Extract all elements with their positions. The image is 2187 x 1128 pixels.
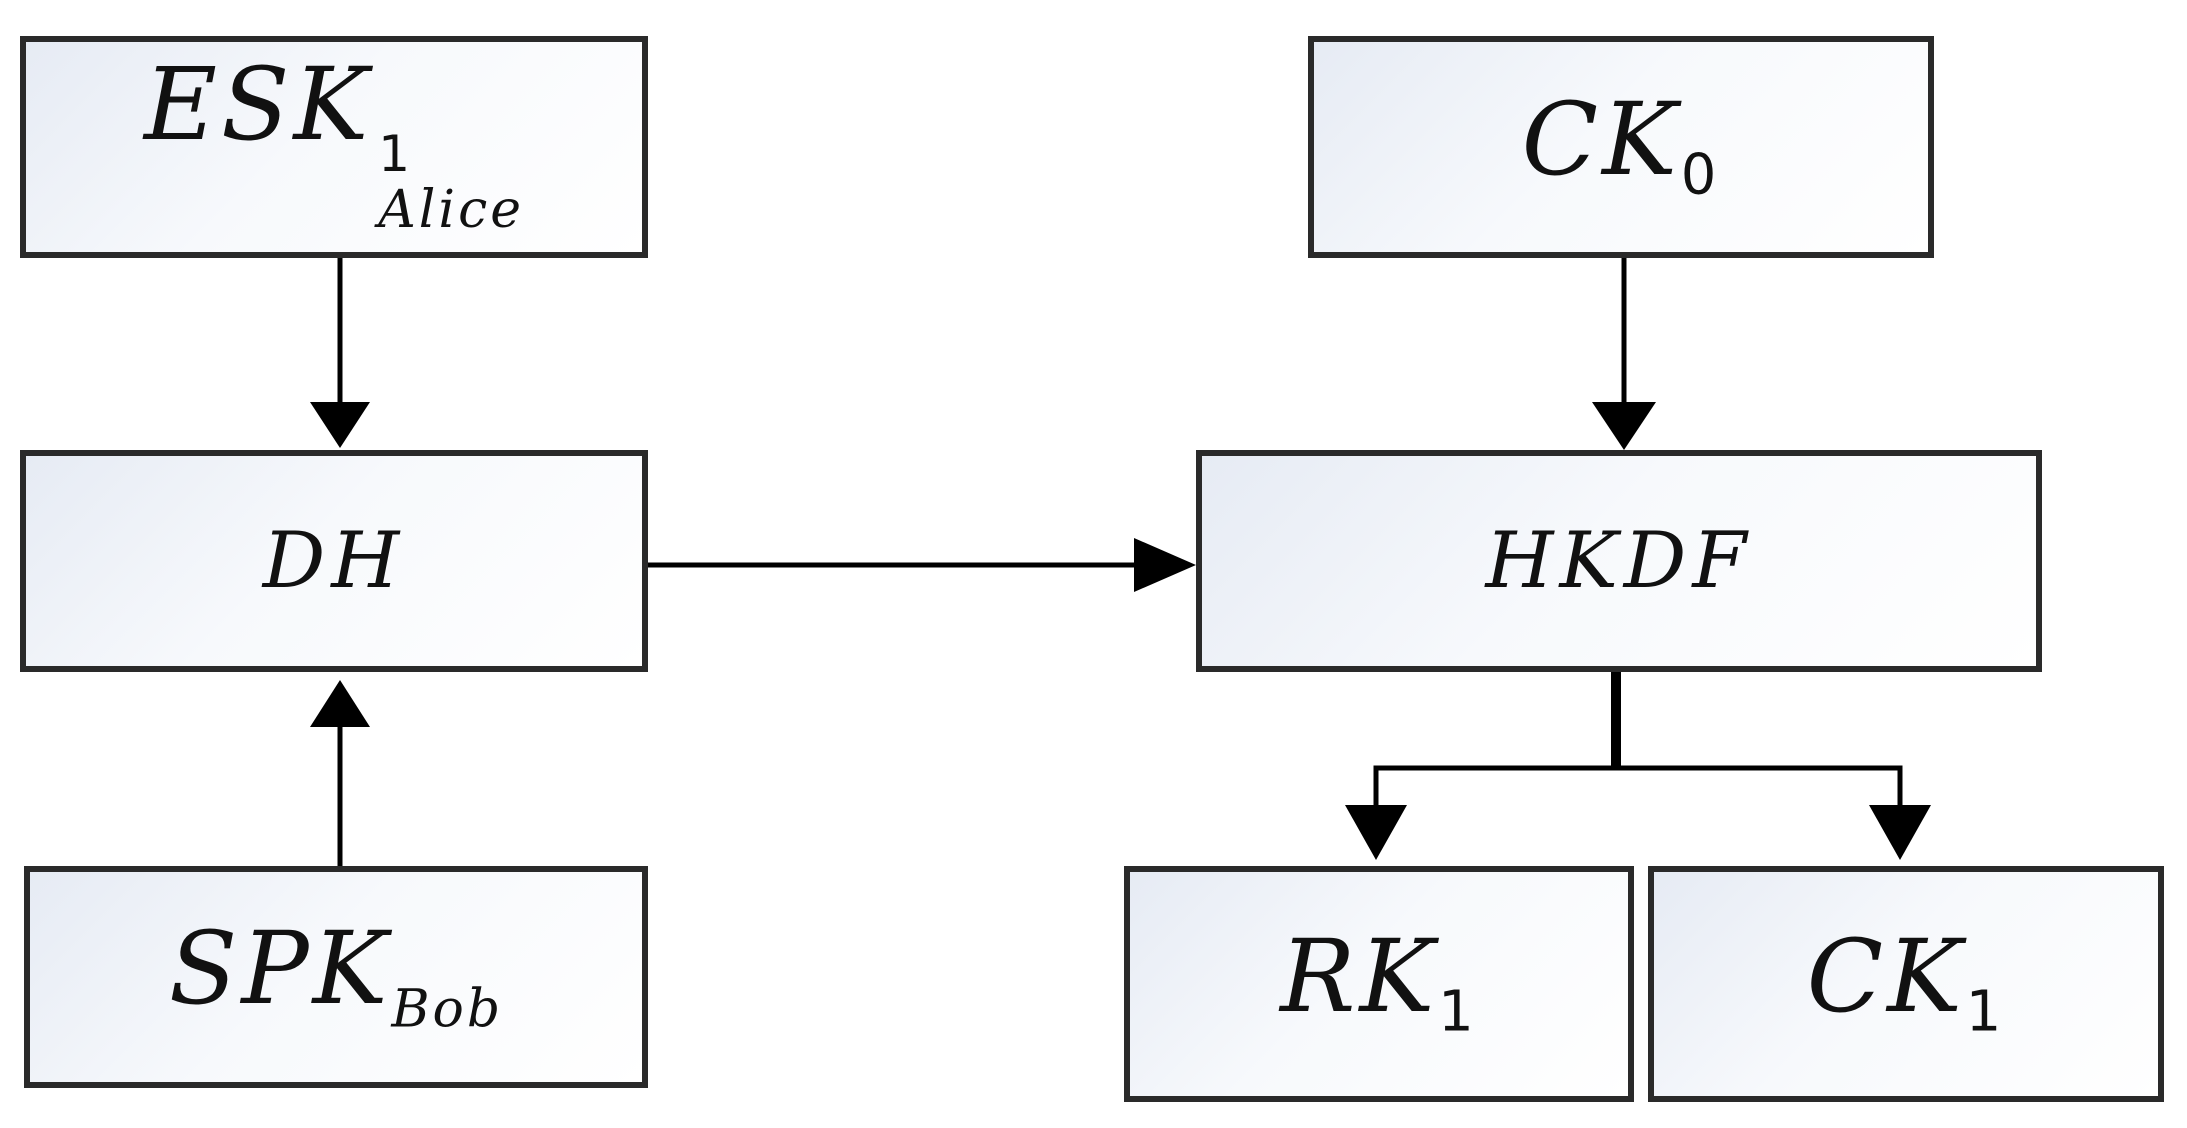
hkdf-node: HKDF [1196, 450, 2042, 672]
spk-bob-node: SPKBob [24, 866, 648, 1088]
ck1-node: CK1 [1648, 866, 2164, 1102]
arrow-dh-to-hkdf-head [1134, 538, 1196, 592]
rk1-label: RK1 [1280, 927, 1478, 1041]
spk-subscript: Bob [391, 979, 504, 1040]
arrow-ck0-to-hkdf-head [1592, 402, 1656, 450]
arrow-esk-to-dh-head [310, 402, 370, 448]
esk-superscript: 1 [378, 124, 415, 183]
spk-bob-label: SPKBob [169, 918, 503, 1035]
esk-main-text: ESK [144, 45, 373, 163]
arrow-hkdf-to-ck1-head [1869, 805, 1931, 860]
ck0-label: CK0 [1522, 90, 1721, 204]
spk-main-text: SPK [168, 909, 392, 1027]
arrow-spk-to-dh-head [310, 680, 370, 727]
hkdf-label: HKDF [1485, 516, 1753, 606]
ck1-label: CK1 [1807, 927, 2006, 1041]
arrow-hkdf-to-rk1-head [1345, 805, 1407, 860]
split-branches [1373, 765, 1903, 808]
rk1-main-text: RK [1280, 918, 1439, 1036]
ck0-node: CK0 [1308, 36, 1934, 258]
rk1-node: RK1 [1124, 866, 1634, 1102]
rk1-subscript: 1 [1438, 979, 1478, 1045]
dh-node: DH [20, 450, 648, 672]
ck1-main-text: CK [1806, 918, 1966, 1036]
ck1-subscript: 1 [1965, 979, 2006, 1045]
esk-subscript: Alice [378, 179, 524, 240]
ck0-subscript: 0 [1680, 142, 1721, 208]
dh-label: DH [262, 516, 406, 606]
ck0-main-text: CK [1521, 81, 1681, 199]
